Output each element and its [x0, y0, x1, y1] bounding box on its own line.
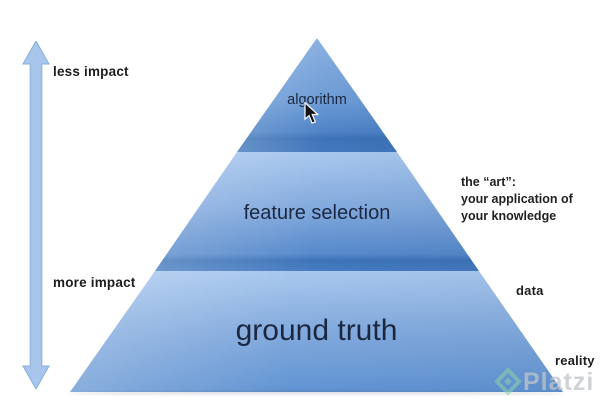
pyramid-level-feature-selection-label: feature selection — [243, 201, 391, 224]
pyramid-level-ground-truth-label: ground truth — [235, 313, 398, 347]
more-impact-label: more impact — [53, 275, 136, 290]
platzi-watermark: Platzi — [494, 367, 594, 397]
pyramid-level-feature-selection: feature selection — [155, 152, 479, 271]
art-annotation: the “art”: your application of your know… — [461, 174, 573, 225]
platzi-watermark-text: Platzi — [523, 368, 595, 396]
data-annotation: data — [516, 283, 544, 298]
art-annotation-line-2: your application of — [461, 192, 573, 206]
art-annotation-line-1: the “art”: — [461, 175, 516, 189]
pyramid-level-ground-truth: ground truth — [70, 271, 563, 392]
platzi-diamond-logo-icon — [494, 367, 522, 396]
pyramid-base-shadow — [68, 391, 565, 396]
less-impact-label: less impact — [53, 64, 129, 79]
art-annotation-line-3: your knowledge — [461, 209, 557, 223]
impact-scale-arrow-icon — [22, 41, 50, 389]
pyramid-level-algorithm: algorithm — [237, 38, 397, 152]
reality-annotation: reality — [555, 353, 595, 368]
mouse-cursor-icon — [304, 102, 320, 124]
pyramid-level-algorithm-label: algorithm — [287, 92, 347, 108]
